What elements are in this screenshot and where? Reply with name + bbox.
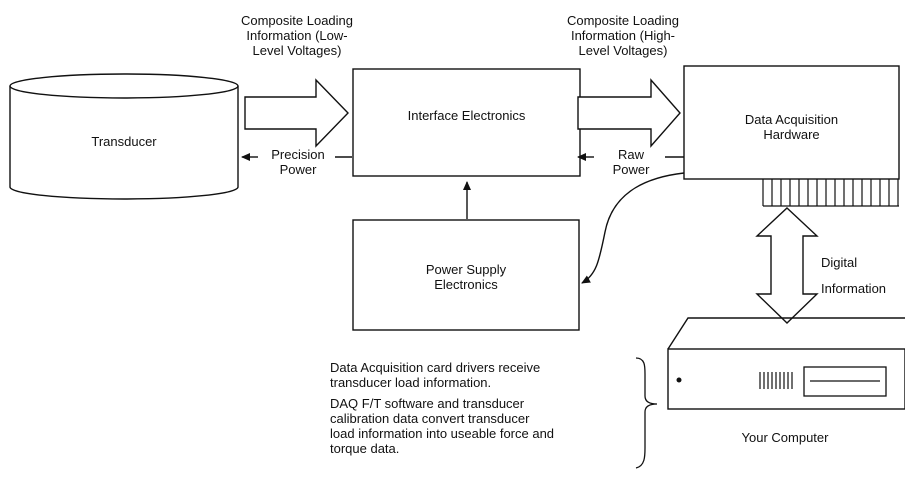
precision-power-line1: Precision (271, 147, 325, 162)
your-computer-label: Your Computer (741, 430, 829, 445)
composite-high-line2: Information (High- (570, 28, 676, 43)
raw-power-label: Raw Power (596, 147, 666, 177)
daq-line1: Data Acquisition (744, 112, 839, 127)
power-supply-line2: Electronics (434, 277, 498, 292)
power-supply-line1: Power Supply (425, 262, 507, 277)
transducer-cylinder (9, 73, 239, 200)
vent-slots-icon (759, 372, 793, 389)
digital-info-line2: Information (821, 281, 887, 296)
note2-line4: torque data. (330, 441, 400, 456)
interface-electronics-label: Interface Electronics (407, 108, 526, 123)
daq-line2: Hardware (763, 127, 820, 142)
power-supply-label: Power Supply Electronics (353, 262, 579, 292)
composite-high-line3: Level Voltages) (578, 43, 668, 58)
note2-line1: DAQ F/T software and transducer (330, 396, 525, 411)
composite-low-label: Composite Loading Information (Low- Leve… (212, 13, 382, 58)
note2-line3: load information into useable force and (330, 426, 555, 441)
composite-high-label: Composite Loading Information (High- Lev… (538, 13, 708, 58)
high-level-signal-arrow (577, 78, 681, 148)
notes-brace (635, 357, 658, 469)
note1-line1: Data Acquisition card drivers receive (330, 360, 541, 375)
digital-info-line1: Digital (821, 255, 858, 270)
digital-information-label: Digital Information (821, 250, 905, 302)
power-led-icon (676, 377, 682, 383)
transducer-label: Transducer (91, 134, 157, 149)
note1-line2: transducer load information. (330, 375, 492, 390)
composite-high-line1: Composite Loading (566, 13, 680, 28)
interface-electronics-box (352, 68, 581, 177)
low-level-signal-arrow (244, 78, 349, 148)
digital-information-double-arrow (755, 207, 819, 324)
power-supply-box (352, 219, 580, 331)
composite-low-line1: Composite Loading (240, 13, 354, 28)
daq-connector-pins (762, 179, 899, 207)
computer-illustration (667, 317, 905, 410)
raw-power-line1: Raw (617, 147, 644, 162)
raw-power-line2: Power (612, 162, 650, 177)
composite-low-line2: Information (Low- (246, 28, 348, 43)
daq-hardware-label: Data Acquisition Hardware (684, 112, 899, 142)
precision-power-label: Precision Power (260, 147, 336, 177)
daq-hardware-box (683, 65, 900, 180)
raw-power-curve-arrow (581, 172, 685, 284)
composite-low-line3: Level Voltages) (252, 43, 342, 58)
notes-block: Data Acquisition card drivers receive tr… (330, 360, 630, 456)
note2-line2: calibration data convert transducer (330, 411, 530, 426)
precision-power-line2: Power (279, 162, 317, 177)
